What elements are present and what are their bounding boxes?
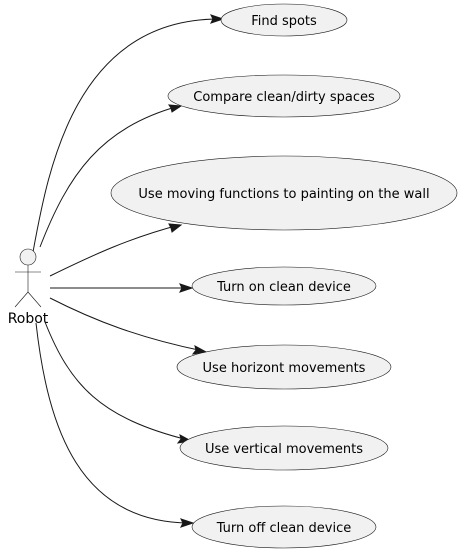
actor-head [19,248,37,266]
arrowhead-find-spots [210,14,225,24]
use-case-label: Use horizont movements [203,361,366,376]
arrowhead-turn-on-device [179,283,194,293]
use-case-ellipse [110,155,458,231]
association-compare-spaces [39,105,180,248]
association-turn-off-device [35,322,190,524]
actor-leg-right [27,291,42,308]
use-case-label: Use vertical movements [205,442,363,457]
use-cases: Find spots Compare clean/dirty spaces Us… [110,3,458,549]
association-horizont-movements [49,297,204,352]
use-case-ellipse [167,74,401,118]
use-case-ellipse [179,425,389,471]
use-case-horizont-movements: Use horizont movements [176,344,392,390]
use-case-vertical-movements: Use vertical movements [179,425,389,471]
use-case-label: Use moving functions to painting on the … [138,187,429,202]
arrowhead-compare-spaces [168,104,183,113]
use-case-moving-functions: Use moving functions to painting on the … [110,155,458,231]
actor-label: Robot [8,311,49,327]
use-case-ellipse [191,266,377,306]
association-find-spots [32,18,220,253]
use-case-compare-spaces: Compare clean/dirty spaces [167,74,401,118]
use-case-ellipse [191,505,377,549]
use-case-label: Find spots [251,14,317,29]
arrowhead-turn-off-device [180,518,195,528]
use-case-label: Turn on clean device [216,280,351,295]
use-case-label: Compare clean/dirty spaces [193,90,375,105]
use-case-ellipse [176,344,392,390]
association-vertical-movements [44,321,189,441]
arrowhead-moving-functions [168,223,183,233]
arrowhead-horizont-movements [191,345,208,355]
use-case-turn-on-device: Turn on clean device [191,266,377,306]
use-case-ellipse [220,3,348,37]
use-case-find-spots: Find spots [220,3,348,37]
actor-robot: Robot [8,248,49,327]
actor-leg-left [14,291,29,308]
association-moving-functions [49,224,180,277]
use-case-label: Turn off clean device [216,521,352,536]
use-case-turn-off-device: Turn off clean device [191,505,377,549]
associations [32,14,225,528]
